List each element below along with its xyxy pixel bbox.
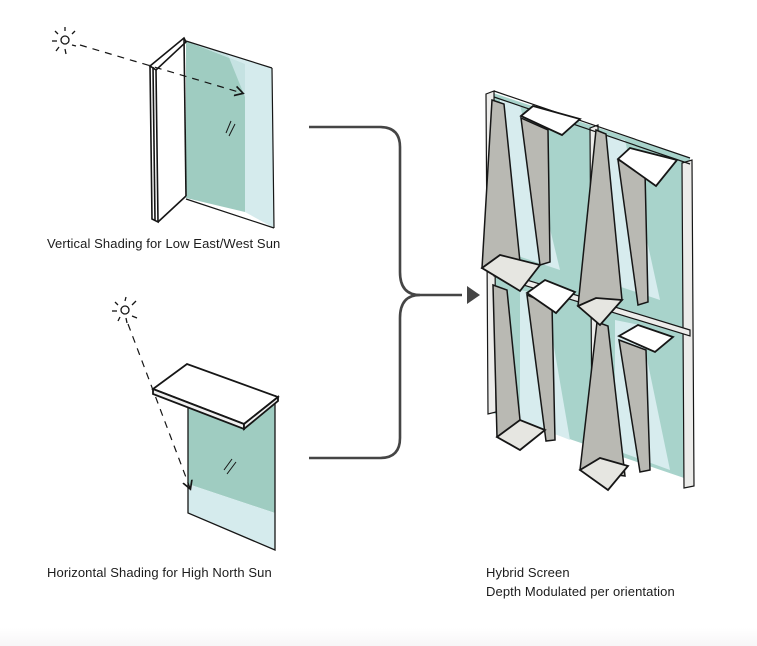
- hybrid-screen-sketch: [480, 90, 695, 492]
- caption-horizontal-shading: Horizontal Shading for High North Sun: [47, 565, 272, 580]
- vertical-fin: [148, 36, 187, 224]
- tapered-fins: [481, 98, 651, 477]
- sun-ray-arrow: [79, 44, 242, 93]
- glass-glint: [225, 120, 236, 137]
- caption-hybrid-title: Hybrid Screen: [486, 565, 570, 580]
- arrowhead-icon: [467, 286, 480, 304]
- glass-pane-light: [188, 484, 275, 550]
- sun-icon: [52, 27, 77, 55]
- glass-glint: [223, 458, 237, 475]
- canopy-plates: [480, 105, 679, 492]
- bottom-fade: [0, 628, 757, 646]
- sun-icon: [112, 296, 138, 324]
- sun-ray-arrow: [127, 323, 190, 488]
- horizontal-canopy: [151, 362, 280, 431]
- glass-pane-light: [186, 41, 274, 228]
- glass-pane-dark: [186, 41, 245, 212]
- caption-hybrid-subtitle: Depth Modulated per orientation: [486, 584, 675, 599]
- caption-hybrid-screen: Hybrid Screen Depth Modulated per orient…: [486, 563, 675, 601]
- caption-vertical-shading: Vertical Shading for Low East/West Sun: [47, 236, 281, 251]
- connector-brace-arrow: [309, 125, 462, 460]
- vertical-shading-sketch: [52, 27, 275, 229]
- horizontal-shading-sketch: [112, 296, 280, 551]
